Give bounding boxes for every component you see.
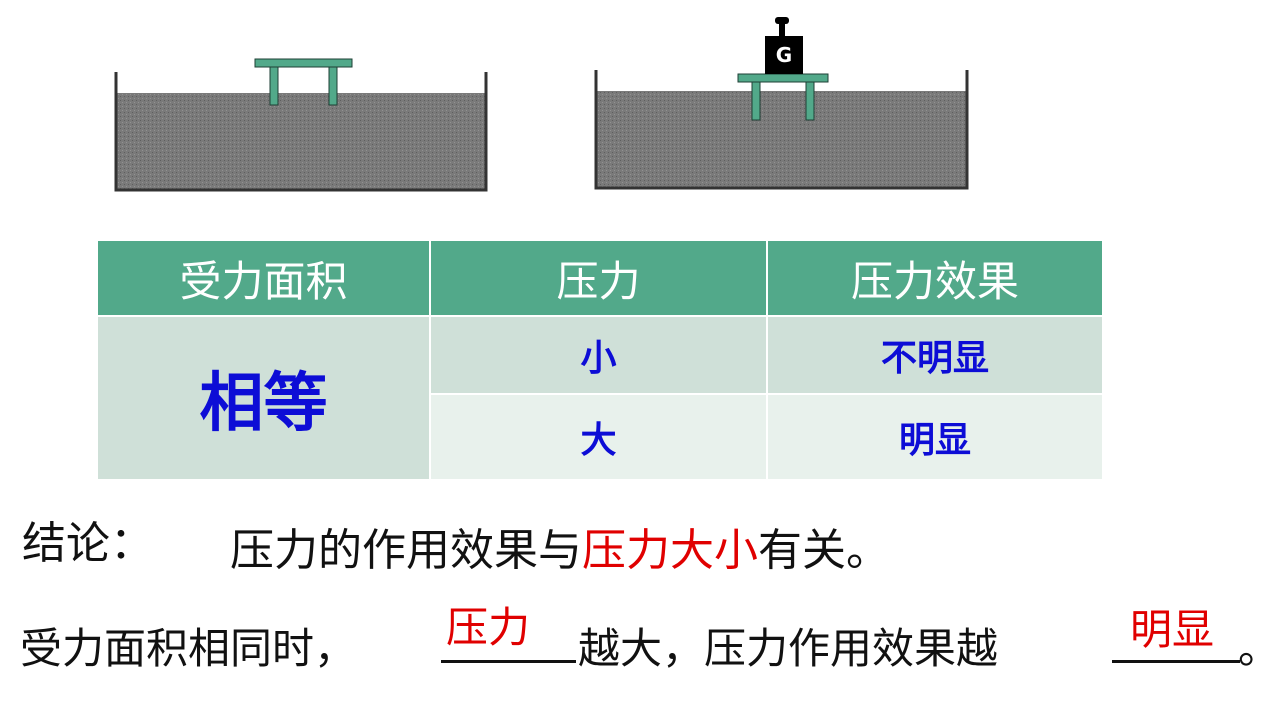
right-container-outline <box>594 70 969 190</box>
rule-part2: 越大，压力作用效果越 <box>578 624 999 673</box>
area-value-cell: 相等 <box>96 315 431 481</box>
conclusion-highlight: 压力大小 <box>582 525 758 576</box>
conclusion-text: 压力的作用效果与压力大小有关。 <box>230 514 890 578</box>
right-sand <box>597 91 966 188</box>
blank-2 <box>1112 620 1240 663</box>
conclusion-text-before: 压力的作用效果与 <box>230 525 582 576</box>
header-effect: 压力效果 <box>766 239 1104 317</box>
table-header-row: 受力面积 压力 压力效果 <box>96 239 1104 317</box>
header-pressure: 压力 <box>429 239 768 317</box>
blank-1-answer: 压力 <box>446 603 531 652</box>
pressure-cell: 小 <box>429 315 768 395</box>
table-row: 大 明显 <box>97 393 1104 481</box>
left-sand-container <box>114 72 488 192</box>
left-sand <box>117 93 485 189</box>
effect-cell: 明显 <box>766 393 1104 481</box>
left-container-outline <box>114 72 488 192</box>
right-sand-container <box>594 70 969 190</box>
header-area: 受力面积 <box>96 239 431 317</box>
experiment-diagram: G <box>114 17 969 192</box>
table-row: 相等 小 不明显 <box>96 315 1104 481</box>
rule-part1: 受力面积相同时， <box>20 624 357 673</box>
effect-cell: 不明显 <box>766 315 1104 395</box>
blank-2-answer: 明显 <box>1130 605 1215 654</box>
left-stool <box>254 58 353 106</box>
rule-part3: 。 <box>1238 624 1280 673</box>
blank-1 <box>441 620 576 663</box>
conclusion-label: 结论： <box>22 518 154 569</box>
pressure-cell: 大 <box>429 393 768 481</box>
weight-block: G <box>765 17 803 74</box>
comparison-table: 受力面积 压力 压力效果 相等 小 不明显 大 明显 <box>96 239 1104 481</box>
conclusion-text-after: 有关。 <box>758 525 890 576</box>
weight-label: G <box>776 43 792 67</box>
